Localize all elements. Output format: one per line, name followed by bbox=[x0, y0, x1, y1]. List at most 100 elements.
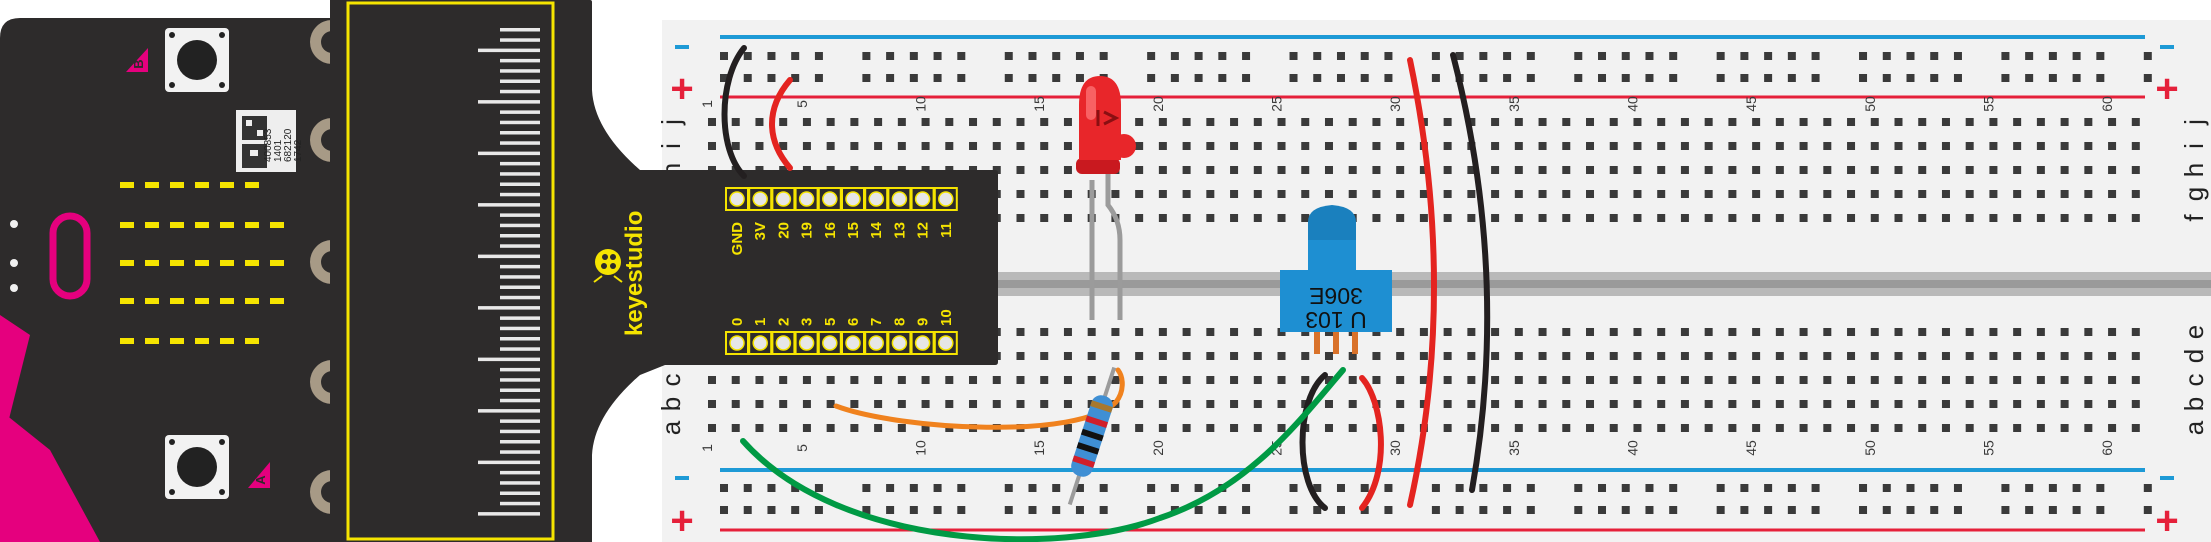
header-pin[interactable] bbox=[776, 336, 790, 350]
hole bbox=[1800, 352, 1808, 360]
hole bbox=[1586, 214, 1594, 222]
header-pin[interactable] bbox=[916, 192, 930, 206]
hole bbox=[1206, 190, 1214, 198]
hole bbox=[1040, 376, 1048, 384]
edge-slot bbox=[500, 162, 540, 166]
header-pin[interactable] bbox=[800, 336, 814, 350]
hole bbox=[1823, 328, 1831, 336]
rail-hole bbox=[1242, 484, 1250, 492]
hole bbox=[1111, 424, 1119, 432]
rail-hole bbox=[1076, 52, 1084, 60]
hole bbox=[1847, 424, 1855, 432]
hole bbox=[1966, 424, 1974, 432]
hole bbox=[1183, 214, 1191, 222]
matrix-led bbox=[120, 222, 134, 228]
header-pin-label: 11 bbox=[938, 222, 955, 238]
header-pin-label: GND bbox=[729, 222, 746, 256]
hole bbox=[1586, 352, 1594, 360]
rail-hole bbox=[767, 74, 775, 82]
sensor-pin-3 bbox=[1352, 332, 1358, 354]
header-pin[interactable] bbox=[823, 192, 837, 206]
rail-hole bbox=[862, 74, 870, 82]
hole bbox=[1752, 376, 1760, 384]
header-pin[interactable] bbox=[730, 192, 744, 206]
rail-hole bbox=[957, 52, 965, 60]
matrix-led bbox=[170, 222, 184, 228]
hole bbox=[1278, 118, 1286, 126]
header-pin[interactable] bbox=[939, 336, 953, 350]
header-pin[interactable] bbox=[892, 192, 906, 206]
hole bbox=[1823, 118, 1831, 126]
rail-hole bbox=[2025, 506, 2033, 514]
header-pin[interactable] bbox=[753, 192, 767, 206]
hole bbox=[1871, 166, 1879, 174]
hole bbox=[1278, 352, 1286, 360]
header-pin[interactable] bbox=[823, 336, 837, 350]
header-pin[interactable] bbox=[916, 336, 930, 350]
header-pin[interactable] bbox=[846, 192, 860, 206]
hole bbox=[1610, 352, 1618, 360]
rail-hole bbox=[2049, 506, 2057, 514]
rail-hole bbox=[910, 52, 918, 60]
hole bbox=[2037, 190, 2045, 198]
header-pin[interactable] bbox=[730, 336, 744, 350]
hole bbox=[1159, 190, 1167, 198]
hole bbox=[2013, 328, 2021, 336]
hole bbox=[1159, 352, 1167, 360]
rail-hole bbox=[2073, 74, 2081, 82]
rail-hole bbox=[1527, 52, 1535, 60]
hole bbox=[874, 424, 882, 432]
hole bbox=[1610, 214, 1618, 222]
hole bbox=[1586, 424, 1594, 432]
edge-slot bbox=[500, 38, 540, 42]
matrix-led bbox=[220, 260, 234, 266]
hole bbox=[1705, 142, 1713, 150]
header-pin[interactable] bbox=[892, 336, 906, 350]
column-number: 5 bbox=[794, 100, 810, 108]
hole bbox=[874, 376, 882, 384]
rail-hole bbox=[1028, 484, 1036, 492]
header-pin[interactable] bbox=[846, 336, 860, 350]
rail-hole bbox=[1242, 52, 1250, 60]
hole bbox=[1705, 424, 1713, 432]
hole bbox=[2061, 190, 2069, 198]
rail-hole bbox=[1100, 484, 1108, 492]
hole bbox=[1183, 352, 1191, 360]
hole bbox=[803, 424, 811, 432]
header-pin[interactable] bbox=[753, 336, 767, 350]
hole bbox=[1847, 328, 1855, 336]
hole bbox=[1040, 142, 1048, 150]
header-pin[interactable] bbox=[776, 192, 790, 206]
header-pin[interactable] bbox=[869, 192, 883, 206]
hole bbox=[1800, 376, 1808, 384]
rail-hole bbox=[1028, 74, 1036, 82]
matrix-led bbox=[195, 222, 209, 228]
hole bbox=[1491, 190, 1499, 198]
header-pin[interactable] bbox=[939, 192, 953, 206]
hole bbox=[2084, 166, 2092, 174]
hole bbox=[850, 376, 858, 384]
rail-hole bbox=[1100, 52, 1108, 60]
hole bbox=[945, 142, 953, 150]
header-pin[interactable] bbox=[869, 336, 883, 350]
header-pin[interactable] bbox=[800, 192, 814, 206]
matrix-led bbox=[195, 298, 209, 304]
rail-hole bbox=[2096, 506, 2104, 514]
rail-hole bbox=[1242, 506, 1250, 514]
hole bbox=[1847, 142, 1855, 150]
row-label: i bbox=[2179, 143, 2209, 149]
edge-slot bbox=[478, 409, 540, 413]
rail-hole bbox=[1622, 52, 1630, 60]
hole bbox=[2108, 424, 2116, 432]
hole bbox=[1752, 214, 1760, 222]
row-label: e bbox=[2179, 325, 2209, 339]
hole bbox=[1776, 352, 1784, 360]
hole bbox=[1135, 214, 1143, 222]
rail-hole bbox=[1645, 52, 1653, 60]
hole bbox=[1728, 376, 1736, 384]
rail-hole bbox=[1574, 52, 1582, 60]
hole bbox=[2132, 142, 2140, 150]
hole bbox=[1728, 118, 1736, 126]
